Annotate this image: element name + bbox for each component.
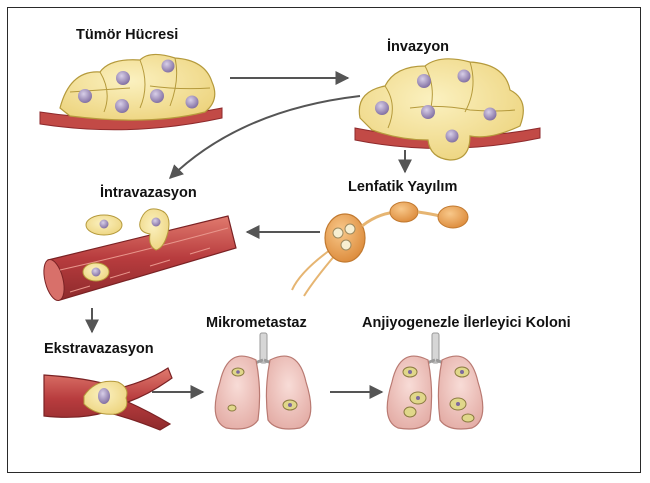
lungs-micrometastasis	[215, 333, 311, 429]
lymphatic-vessel	[292, 202, 468, 296]
tumor-cell-cluster	[40, 54, 222, 129]
label-micrometastasis: Mikrometastaz	[206, 316, 307, 331]
label-intravasation: İntravazasyon	[100, 186, 197, 201]
blood-vessel-intravasation	[40, 209, 236, 303]
label-extravasation: Ekstravazasyon	[44, 342, 154, 357]
label-lymphatic-spread: Lenfatik Yayılım	[348, 180, 457, 195]
blood-vessel-extravasation	[44, 368, 172, 430]
lungs-angiogenic-colony	[387, 333, 483, 429]
label-invasion: İnvazyon	[387, 40, 449, 55]
label-tumor-cell: Tümör Hücresi	[76, 28, 178, 43]
label-angiogenic-colony: Anjiyogenezle İlerleyici Koloni	[362, 316, 571, 331]
invasion-cell-cluster	[355, 59, 540, 160]
